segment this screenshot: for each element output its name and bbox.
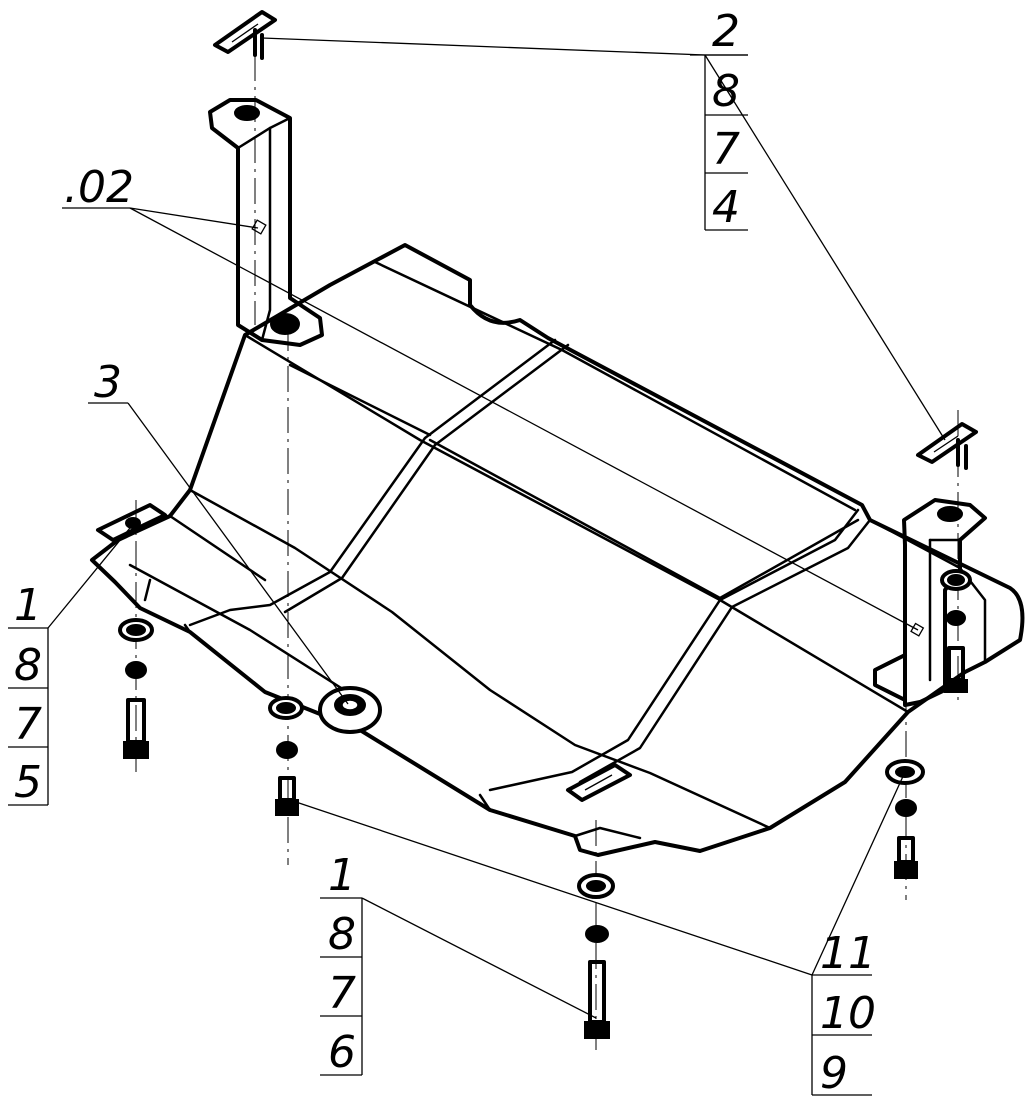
- bracket-right: [873, 498, 987, 707]
- callout-left-line-3: 7: [14, 699, 42, 750]
- callout-bottom-mid-line-2: 8: [328, 909, 356, 960]
- callout-bottom-mid-line-1: 1: [328, 850, 356, 901]
- callout-part-3: 3: [94, 357, 122, 408]
- callout-bottom-mid: 1 8 7 6: [320, 850, 363, 1078]
- callout-bottom-right-line-3: 9: [820, 1048, 848, 1099]
- callout-bottom-mid-line-3: 7: [328, 968, 356, 1019]
- callout-top-right: 2 8 7 4: [705, 6, 748, 233]
- center-lines: [135, 55, 959, 1050]
- clip-nut-right: [916, 422, 978, 470]
- fastener-stack-bottom: [577, 873, 615, 1039]
- callout-left: 1 8 7 5: [8, 580, 49, 808]
- boss-part-3: [318, 686, 382, 734]
- skid-plate: [90, 243, 1025, 857]
- part-3-label: 3: [94, 357, 122, 408]
- callout-top-right-line-1: 2: [712, 6, 740, 57]
- clip-nut-top: [213, 10, 277, 60]
- callout-bottom-right-line-1: 11: [820, 928, 876, 979]
- clip-nut-left: [96, 503, 167, 542]
- fastener-stack-far-right: [885, 759, 925, 879]
- callout-bottom-mid-line-4: 6: [328, 1027, 356, 1078]
- callout-top-right-line-3: 7: [712, 124, 740, 175]
- part-02-label: .02: [64, 162, 134, 213]
- fastener-stack-center: [268, 696, 304, 816]
- callout-left-line-2: 8: [14, 640, 42, 691]
- callout-bottom-right: 11 10 9: [811, 928, 876, 1099]
- fastener-stack-right: [940, 569, 972, 693]
- callout-top-right-line-4: 4: [712, 182, 740, 233]
- callout-top-right-line-2: 8: [712, 66, 740, 117]
- callout-part-02: .02: [64, 162, 134, 213]
- callout-left-line-4: 5: [14, 757, 42, 808]
- callout-left-line-1: 1: [14, 580, 42, 631]
- callout-bottom-right-line-2: 10: [820, 988, 876, 1039]
- fastener-stack-left: [118, 618, 154, 759]
- clip-nut-bottom: [566, 763, 632, 802]
- leader-lines: [47, 37, 946, 1019]
- bracket-left: [208, 98, 324, 347]
